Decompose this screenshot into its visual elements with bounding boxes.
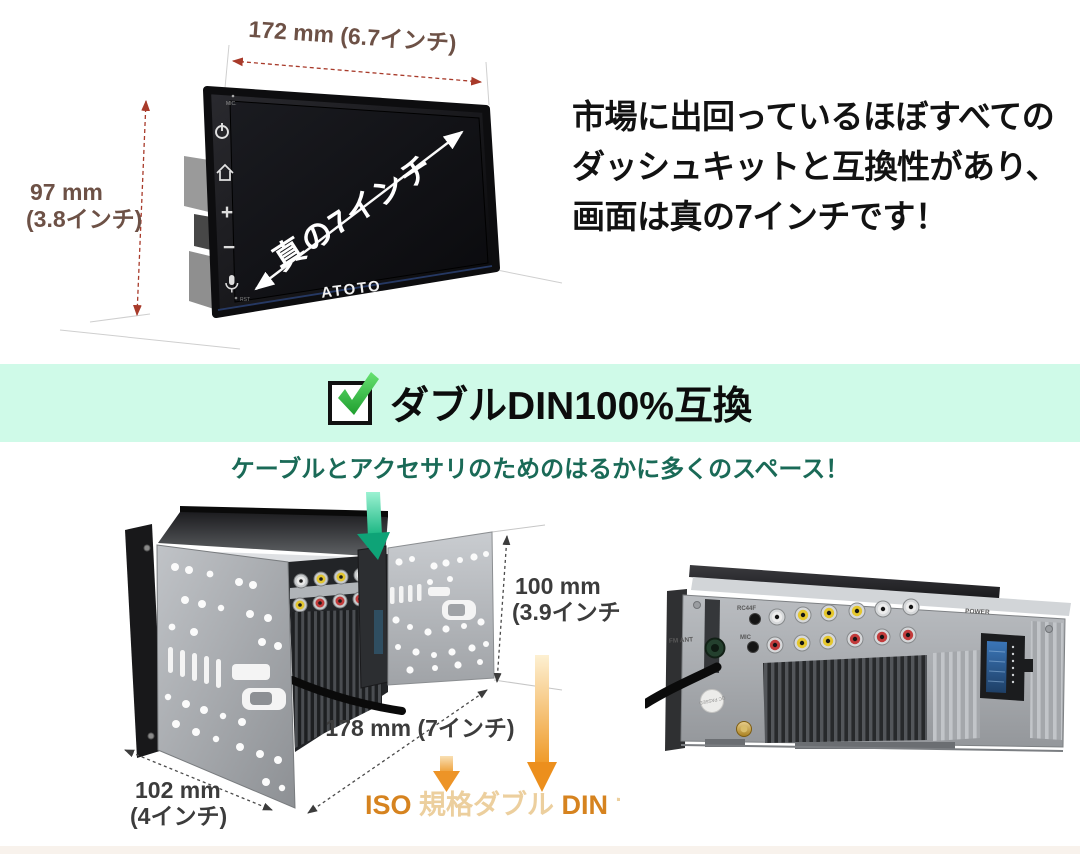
home-icon[interactable] [216,163,234,181]
insert-arrow-icon [357,492,390,560]
mounting-brackets [184,156,214,309]
display-top-edge [689,565,1000,599]
checkbox-check-icon [338,372,380,415]
cable [645,662,722,709]
power-connector [980,633,1033,701]
iso-arrow-icon-long [527,655,557,792]
depth-dimension-line2: (3.9インチ) [512,599,620,625]
height-dimension-label-line1: 97 mm [30,179,103,205]
qc-sticker: QC PASSED [698,689,726,713]
iso-label-part3: DIN [562,790,609,820]
rca-jacks [766,598,920,654]
height-dimension-line2: (4インチ) [130,803,227,829]
power-label: POWER [965,608,990,616]
bezel-buttons: MIC. + − RST [215,94,250,303]
heatsink-fins [763,655,927,743]
iso-label-part4: サイズ [616,789,620,820]
mic-hole [231,94,235,98]
iso-standard-label: ISO 規格ダブル DIN サイズ [365,789,620,820]
rc-jack [749,613,761,625]
bottom-strip [0,846,1080,854]
extension-lines [59,44,563,350]
iso-arrow-icon [433,756,460,792]
install-subtitle: ケーブルとアクセサリのためのはるかに多くのスペース！ [230,456,850,483]
iso-label-part1: ISO [365,790,412,820]
fm-ant-label: FM ANT [669,636,694,645]
reset-label: RST [240,297,250,303]
screen-diagonal-arrow-icon [254,130,464,291]
volume-down-icon[interactable]: − [223,236,235,259]
fm-antenna-connector [704,637,726,659]
screw [693,601,701,609]
hero-description-line1: 市場に出回っているほぼすべての [572,98,1055,135]
mounting-cage-illustration: 100 mm (3.9インチ) 178 mm (7インチ) 102 mm (4イ… [124,492,620,829]
mounting-bracket [357,545,389,689]
dimension-lines [124,535,511,814]
hero-description-line3: 画面は真の7インチです！ [572,198,948,235]
left-panel-holes [164,563,286,792]
mic-icon[interactable] [225,275,239,293]
cage-right-panel [387,531,495,686]
iso-label-part2: 規格ダブル [419,789,554,820]
head-unit-front-illustration: MIC. + − RST 真の7インチ ATOTO [26,16,563,350]
cage-left-panel [156,544,296,809]
right-ridges [1030,621,1063,740]
bottom-feet [680,739,1064,752]
cage-front-frame [125,524,163,758]
rc-jack-label: RC44F [737,606,756,612]
sleeve-top-lip [691,577,1071,616]
screw [1045,625,1053,633]
right-panel-holes [390,551,489,674]
checkbox [328,372,380,425]
mic-hole-label: MIC. [226,101,237,107]
width-dimension-label: 178 mm (7インチ) [325,715,514,741]
height-dimension-line1: 102 mm [135,777,221,803]
volume-up-icon[interactable]: + [221,201,233,224]
head-unit-rear-illustration: FM ANT RC44F MIC POWER [645,565,1071,752]
depth-dimension-line1: 100 mm [515,573,601,599]
mic-jack [747,641,759,653]
power-icon[interactable] [215,123,229,139]
side-ridges [933,650,980,741]
hero-description-line2: ダッシュキットと互換性があり、 [572,148,1059,185]
height-dimension-label-line2: (3.8インチ) [26,206,142,232]
left-slot [704,599,720,673]
antenna-stud [736,721,752,737]
hero-description: 市場に出回っているほぼすべての ダッシュキットと互換性があり、 画面は真の7イン… [572,92,1072,242]
mic-jack-label: MIC [740,635,752,641]
banner-label: ダブルDIN100%互換 [390,385,752,428]
compatibility-banner: ダブルDIN100%互換 [0,364,1080,442]
width-dimension-label: 172 mm (6.7インチ) [248,16,458,56]
dimension-lines [133,57,483,317]
qc-stamp-text: QC PASSED [698,695,726,706]
